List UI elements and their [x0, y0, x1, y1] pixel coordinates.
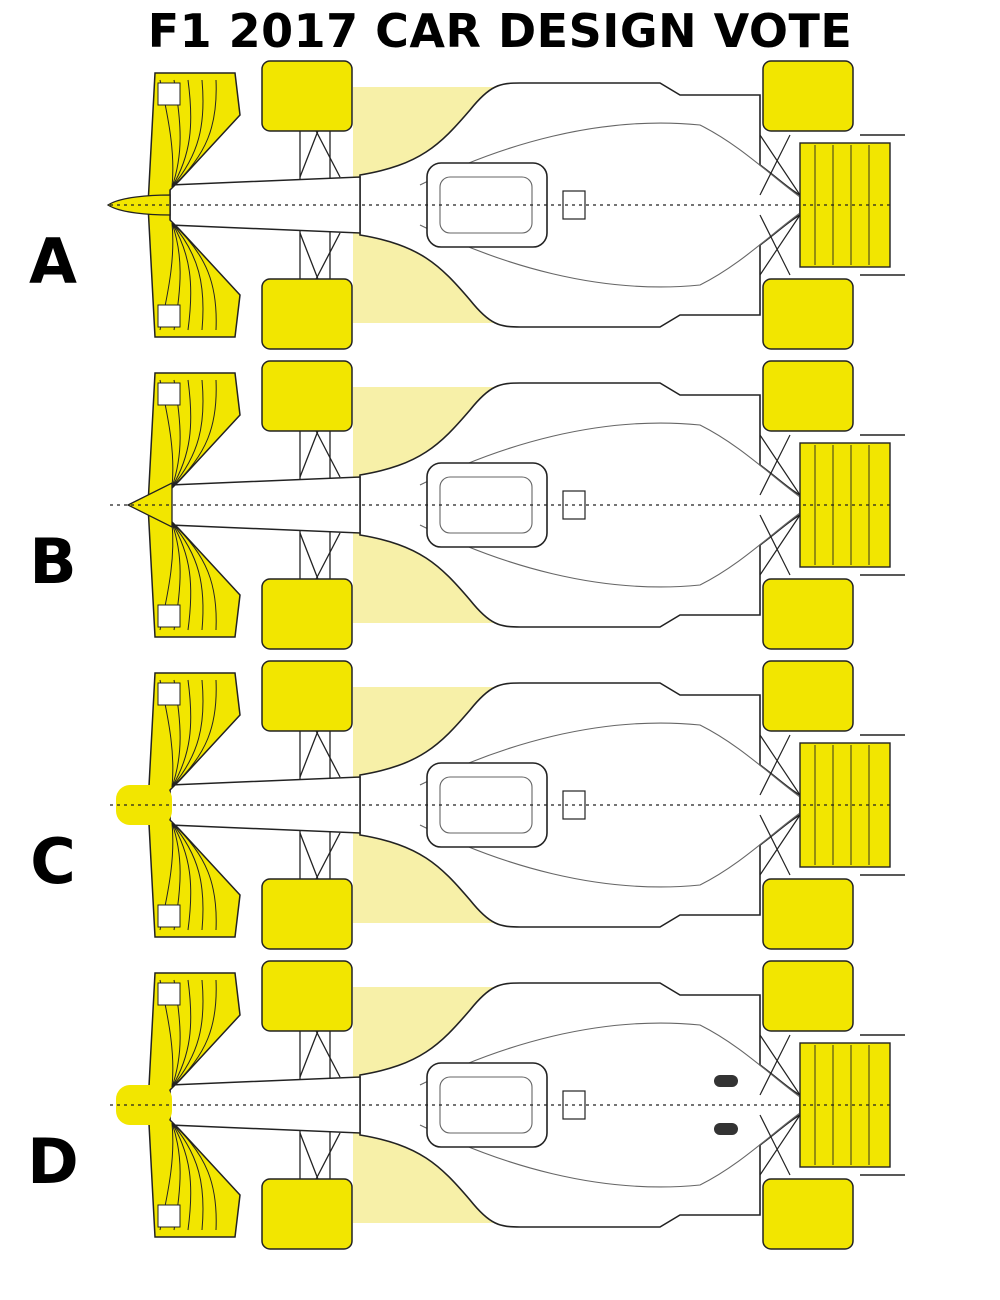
wing-flap-line	[171, 522, 204, 631]
suspension-arm	[759, 214, 791, 276]
endplate-slot	[157, 382, 181, 406]
design-row-b: B	[0, 355, 1000, 655]
design-label-c: C	[30, 825, 76, 898]
suspension-arm	[759, 734, 791, 796]
fin-vent	[714, 1075, 738, 1087]
wing-flap-line	[171, 1122, 217, 1231]
rear-tyre	[762, 360, 854, 432]
design-label-d: D	[27, 1125, 79, 1198]
rear-tyre	[762, 278, 854, 350]
wing-flap-line	[171, 522, 192, 631]
rear-suspension	[759, 434, 801, 576]
suspension-arm	[759, 814, 801, 876]
wing-flap-line	[171, 522, 217, 631]
wing-flap-line	[171, 679, 204, 788]
suspension-arm	[759, 734, 801, 796]
front-tyre	[261, 578, 353, 650]
front-wing-elements	[159, 679, 217, 931]
rear-tyre	[762, 960, 854, 1032]
front-tyre	[261, 278, 353, 350]
nose-tip	[126, 481, 173, 529]
front-tyre	[261, 360, 353, 432]
endplate-slot	[157, 1204, 181, 1228]
wing-flap-line	[171, 979, 192, 1088]
wing-flap-line	[171, 822, 204, 931]
cockpit-opening	[426, 762, 548, 848]
wing-flap-line	[171, 379, 217, 488]
page-title: F1 2017 CAR DESIGN VOTE	[147, 4, 853, 58]
endplate-slot	[157, 604, 181, 628]
wing-flap-line	[171, 1122, 204, 1231]
design-row-c: C	[0, 655, 1000, 955]
wing-flap-line	[171, 679, 192, 788]
suspension-arm	[759, 134, 791, 196]
cockpit-opening	[426, 462, 548, 548]
nose-tip	[116, 1085, 172, 1125]
body-contours	[419, 122, 801, 288]
design-label-b: B	[29, 525, 77, 598]
suspension-arm	[759, 514, 791, 576]
car-diagram	[106, 60, 905, 350]
rear-suspension	[759, 734, 801, 876]
design-label-a: A	[29, 225, 77, 298]
wing-flap-line	[171, 222, 192, 331]
wing-flap-line	[171, 222, 204, 331]
wing-flap-line	[171, 222, 217, 331]
suspension-arm	[759, 1034, 791, 1096]
rear-tyre	[762, 578, 854, 650]
endplate-slot	[157, 82, 181, 106]
wing-flap-line	[171, 822, 192, 931]
nose-tip	[116, 785, 172, 825]
rear-suspension	[759, 1034, 801, 1176]
suspension-arm	[759, 1114, 801, 1176]
endplate-slot	[157, 982, 181, 1006]
front-tyre	[261, 960, 353, 1032]
front-tyre	[261, 660, 353, 732]
front-tyre	[261, 60, 353, 132]
body-contours	[419, 1022, 801, 1188]
wing-flap-line	[171, 379, 192, 488]
rear-tyre	[762, 1178, 854, 1250]
fin-vent	[714, 1123, 738, 1135]
car-diagram	[110, 660, 905, 950]
airbox	[562, 1090, 586, 1120]
airbox	[562, 790, 586, 820]
design-row-a: A	[0, 55, 1000, 355]
airbox	[562, 190, 586, 220]
wing-flap-line	[171, 979, 217, 1088]
wing-flap-line	[171, 379, 204, 488]
body-contours	[419, 422, 801, 588]
body-contours	[419, 722, 801, 888]
wing-flap-line	[171, 679, 217, 788]
endplate-slot	[157, 682, 181, 706]
design-row-d: D	[0, 955, 1000, 1255]
suspension-arm	[759, 214, 801, 276]
front-tyre	[261, 878, 353, 950]
rear-tyre	[762, 660, 854, 732]
cockpit-opening	[426, 1062, 548, 1148]
rear-tyre	[762, 60, 854, 132]
rear-suspension	[759, 134, 801, 276]
endplate-slot	[157, 904, 181, 928]
car-diagram	[110, 960, 905, 1250]
suspension-arm	[759, 1034, 801, 1096]
rear-tyre	[762, 878, 854, 950]
car-diagram	[110, 360, 905, 650]
endplate-slot	[157, 304, 181, 328]
wing-flap-line	[171, 79, 217, 188]
suspension-arm	[759, 434, 801, 496]
suspension-arm	[759, 514, 801, 576]
wing-flap-line	[171, 79, 192, 188]
airbox	[562, 490, 586, 520]
cockpit-opening	[426, 162, 548, 248]
suspension-arm	[759, 814, 791, 876]
suspension-arm	[759, 434, 791, 496]
wing-flap-line	[171, 79, 204, 188]
wing-flap-line	[171, 1122, 192, 1231]
suspension-arm	[759, 1114, 791, 1176]
suspension-arm	[759, 134, 801, 196]
front-tyre	[261, 1178, 353, 1250]
wing-flap-line	[171, 979, 204, 1088]
wing-flap-line	[171, 822, 217, 931]
